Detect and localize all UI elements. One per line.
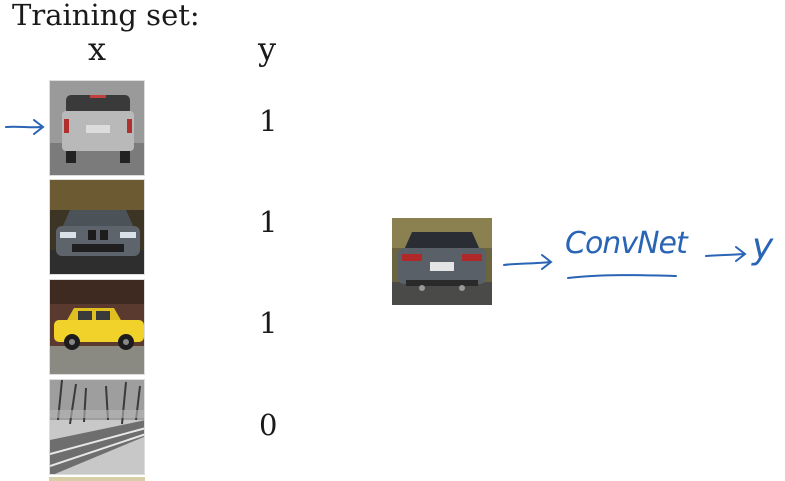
example-image-2	[49, 179, 145, 275]
column-header-x: x	[88, 30, 107, 68]
example-label-4: 0	[259, 408, 278, 442]
input-arrow-icon	[503, 254, 553, 270]
next-example-image-edge	[49, 477, 145, 481]
test-image	[392, 218, 492, 305]
convnet-label: ConvNet	[565, 226, 688, 261]
output-arrow-icon	[705, 246, 747, 262]
pointer-arrow-icon	[5, 119, 45, 135]
example-label-2: 1	[259, 205, 278, 239]
example-image-1	[49, 80, 145, 176]
example-label-3: 1	[259, 306, 278, 340]
slide-title: Training set:	[12, 0, 200, 32]
example-image-3	[49, 279, 145, 375]
convnet-underline	[567, 274, 677, 279]
output-label: y	[752, 226, 774, 267]
column-header-y: y	[258, 30, 277, 68]
example-image-4	[49, 379, 145, 475]
example-label-1: 1	[259, 104, 278, 138]
